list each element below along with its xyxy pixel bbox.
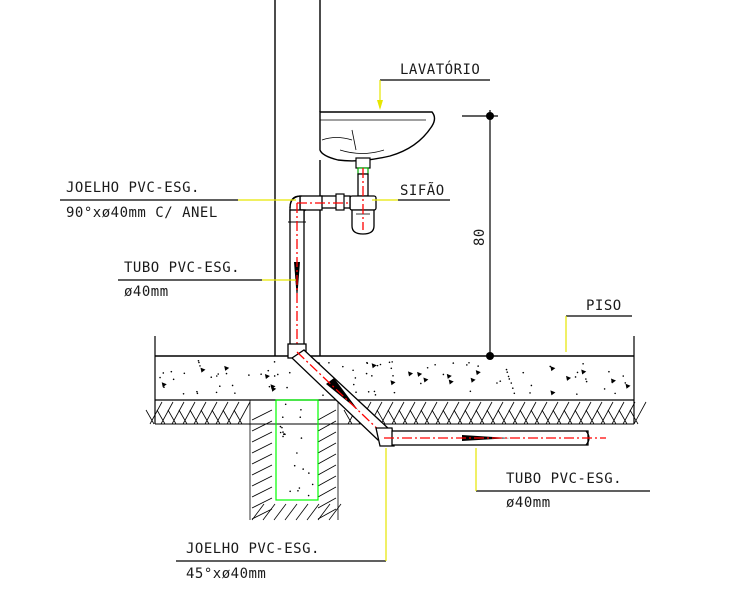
label-joelho-45: JOELHO PVC-ESG. 45°xø40mm: [176, 448, 387, 582]
label-joelho-90: JOELHO PVC-ESG. 90°xø40mm C/ ANEL: [60, 180, 296, 221]
ground-hatch: [145, 400, 647, 521]
dimension-80: 80: [462, 110, 498, 360]
lavatory-basin: [319, 111, 436, 175]
label-piso: PISO: [565, 298, 632, 352]
trench-box: [275, 399, 319, 501]
joelho90-line2: 90°xø40mm C/ ANEL: [66, 205, 218, 221]
label-tubo-horizontal: TUBO PVC-ESG. ø40mm: [475, 448, 650, 511]
joelho90-line1: JOELHO PVC-ESG.: [66, 180, 200, 196]
dimension-value: 80: [472, 228, 488, 246]
label-sifao: SIFÃO: [372, 182, 450, 201]
tubo-horizontal-line1: TUBO PVC-ESG.: [506, 471, 622, 487]
siphon-trap: [319, 168, 377, 235]
floor-slab: [154, 336, 635, 424]
sifao-label: SIFÃO: [400, 182, 445, 199]
lavatorio-label: LAVATÓRIO: [400, 60, 480, 78]
tubo-horizontal-line2: ø40mm: [506, 495, 551, 511]
concrete-texture: [159, 359, 631, 396]
wall: [274, 0, 321, 356]
pipe-diagonal-45: [287, 343, 395, 447]
label-lavatorio: LAVATÓRIO: [377, 60, 490, 110]
pipe-vertical-with-elbow-90: [288, 195, 350, 348]
tubo-vertical-line2: ø40mm: [124, 284, 169, 300]
joelho45-line2: 45°xø40mm: [186, 566, 266, 582]
piso-label: PISO: [586, 298, 622, 314]
label-tubo-vertical: TUBO PVC-ESG. ø40mm: [118, 260, 296, 300]
joelho45-line1: JOELHO PVC-ESG.: [186, 541, 320, 557]
pipe-horizontal: [384, 430, 606, 446]
tubo-vertical-line1: TUBO PVC-ESG.: [124, 260, 240, 276]
